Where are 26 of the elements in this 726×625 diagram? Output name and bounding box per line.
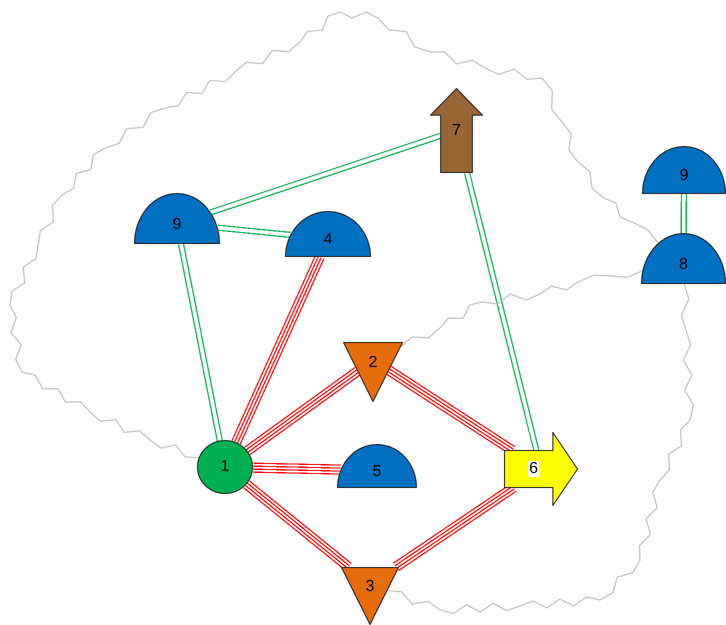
node-number: 9 [680, 168, 688, 184]
node-number: 4 [324, 232, 332, 248]
connector [178, 243, 223, 442]
triangle-node [343, 342, 403, 402]
zigzag-line [9, 11, 659, 458]
circle-node [197, 440, 253, 494]
node-number: 3 [366, 579, 374, 596]
node-number: 2 [368, 355, 378, 371]
connector [217, 224, 291, 238]
triangle-node [341, 567, 399, 625]
connector [464, 172, 540, 452]
node-number: 9 [172, 216, 182, 233]
connector [231, 254, 324, 444]
node-number: 6 [528, 461, 540, 477]
node-number: 5 [372, 464, 382, 480]
connector [244, 366, 361, 456]
zigzag-line [400, 270, 643, 348]
right-arrow-node [504, 432, 578, 506]
node-number: 8 [679, 256, 688, 273]
connector [210, 132, 442, 216]
connector [252, 462, 341, 475]
zigzag-line [387, 284, 694, 614]
up-arrow-node [430, 88, 483, 173]
node-number: 1 [220, 459, 230, 475]
connector [680, 194, 688, 234]
node-number: 7 [452, 122, 461, 138]
